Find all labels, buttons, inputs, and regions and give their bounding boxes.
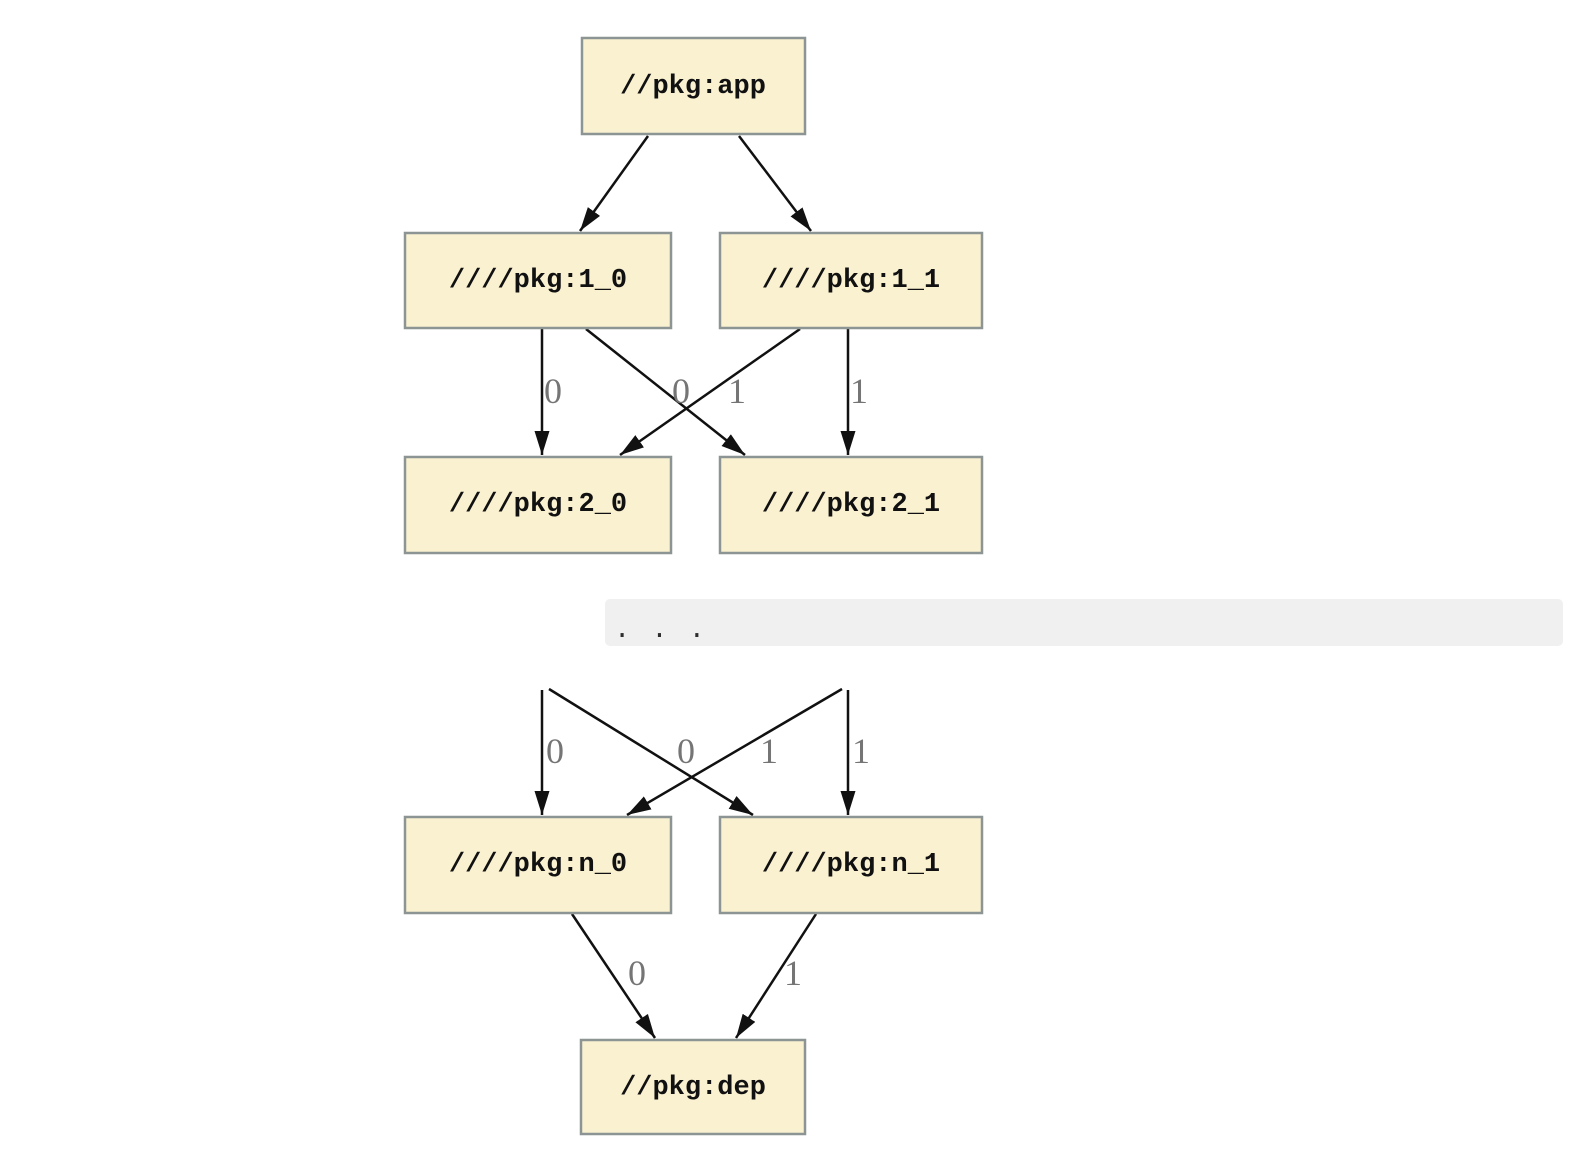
node-pkgn_1: ////pkg:n_1 (718, 815, 984, 915)
node-pkg1_0-box (403, 231, 673, 330)
edge-label-1_0-2_0: 0 (544, 371, 562, 411)
node-dep-label: //pkg:dep (620, 1073, 766, 1103)
ellipsis-band: . . . (605, 599, 1563, 646)
node-app-label: //pkg:app (620, 72, 766, 102)
node-pkg1_1-box (718, 231, 984, 330)
ellipsis-text: . . . (614, 616, 708, 646)
node-pkg1_0-label: ////pkg:1_0 (449, 266, 627, 296)
edge-n_1-to-dep (734, 913, 818, 1039)
edge-label-elided-n_1-cross: 1 (760, 731, 778, 771)
edge-label-1_0-2_1: 1 (728, 371, 746, 411)
edge-label-elided-n_0-left: 0 (546, 731, 564, 771)
edge-label-elided-n_1-right: 1 (852, 731, 870, 771)
edge-app-to-1_0 (578, 135, 650, 232)
node-pkg1_0: ////pkg:1_0 (403, 231, 673, 330)
node-pkg2_1-box (718, 455, 984, 555)
edge-1_1-to-2_0 (619, 327, 801, 457)
node-pkg2_1-label: ////pkg:2_1 (762, 490, 940, 520)
node-pkg1_1-label: ////pkg:1_1 (762, 266, 940, 296)
node-dep-box (579, 1038, 807, 1136)
node-pkgn_0: ////pkg:n_0 (403, 815, 673, 915)
edge-label-n_1-dep: 1 (784, 953, 802, 993)
node-pkgn_0-box (403, 815, 673, 915)
edge-1_0-to-2_1 (585, 328, 746, 456)
edge-app-to-1_1 (738, 135, 812, 232)
ellipsis-band-box (605, 599, 1563, 646)
node-pkg2_0-box (403, 455, 673, 555)
node-dep: //pkg:dep (579, 1038, 807, 1136)
edge-elided-to-n_0-cross (626, 687, 843, 817)
edge-label-1_1-2_0: 0 (672, 371, 690, 411)
node-pkgn_1-box (718, 815, 984, 915)
node-pkg1_1: ////pkg:1_1 (718, 231, 984, 330)
edge-elided-to-n_1-cross (548, 687, 754, 817)
edge-label-n_0-dep: 0 (628, 953, 646, 993)
node-app: //pkg:app (580, 36, 807, 136)
edge-n_0-to-dep (570, 913, 657, 1039)
edge-label-elided-n_0-cross: 0 (677, 731, 695, 771)
node-pkgn_1-label: ////pkg:n_1 (762, 850, 940, 880)
node-pkg2_1: ////pkg:2_1 (718, 455, 984, 555)
edge-label-1_1-2_1: 1 (850, 371, 868, 411)
node-app-box (580, 36, 807, 136)
node-pkg2_0-label: ////pkg:2_0 (449, 490, 627, 520)
node-pkg2_0: ////pkg:2_0 (403, 455, 673, 555)
node-pkgn_0-label: ////pkg:n_0 (449, 850, 627, 880)
